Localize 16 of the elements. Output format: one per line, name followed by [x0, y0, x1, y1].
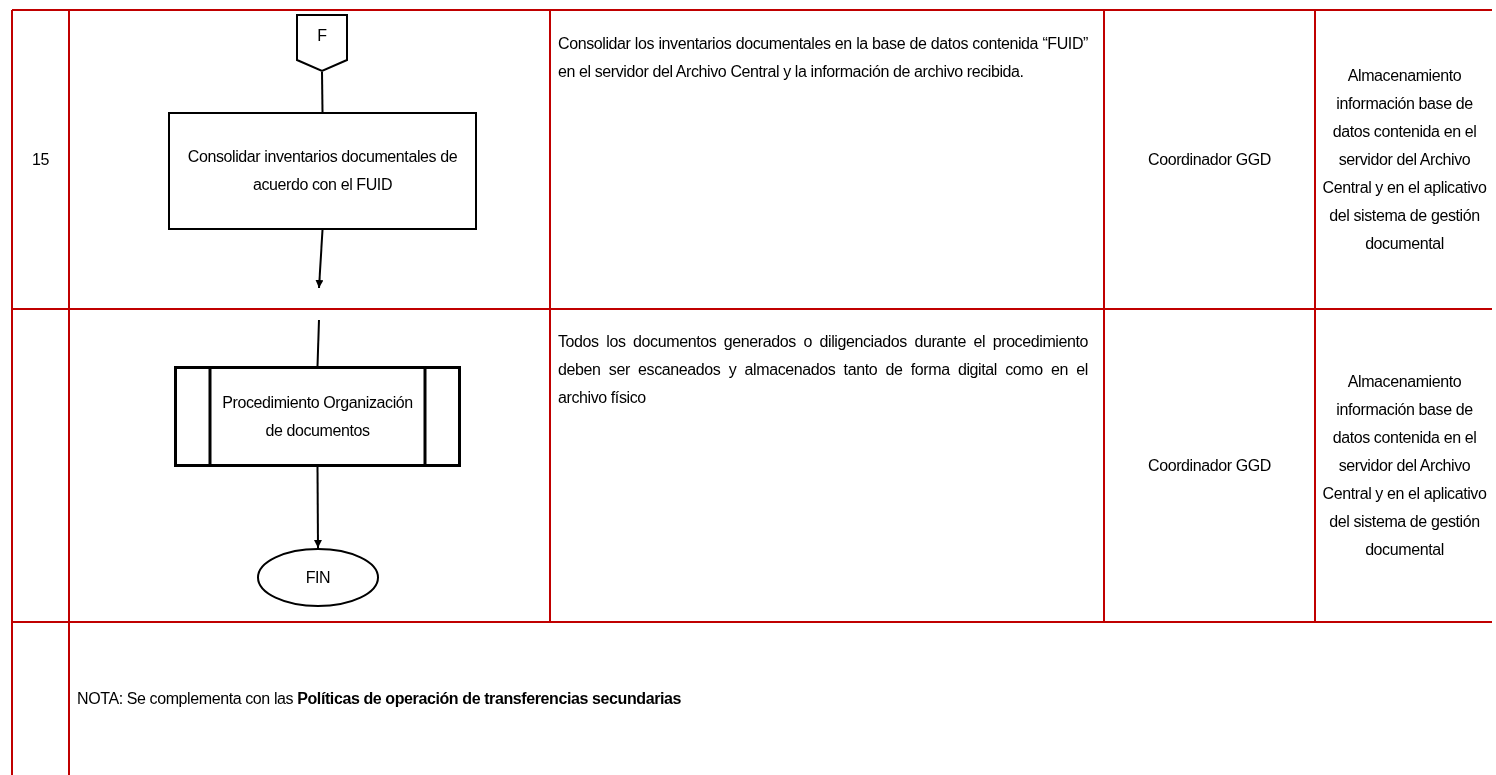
- arrow: [313, 466, 322, 549]
- description-text: Todos los documentos generados o diligenciados durante el procedimiento deben ser escaneados y almacenados tanto de forma digital como en el archivo físico: [558, 332, 1088, 408]
- off-page-connector: F: [296, 14, 348, 72]
- record-text: Almacenamiento información base de datos contenida en el servidor del Archivo Central y en el aplicativo del sistema de gestión documental: [1321, 371, 1488, 560]
- predefined-process-box: Procedimiento Organización de documentos: [174, 366, 461, 467]
- connector-line: [316, 319, 320, 367]
- arrow: [315, 229, 324, 289]
- record-text: Almacenamiento información base de datos contenida en el servidor del Archivo Central y en el aplicativo del sistema de gestión documental: [1321, 65, 1488, 254]
- description-text: Consolidar los inventarios documentales en la base de datos contenida “FUID” en el servidor del Archivo Central y la información de archivo recibida.: [558, 34, 1088, 82]
- step-number: 15: [32, 149, 49, 170]
- connector-line: [321, 71, 324, 113]
- terminator-ellipse: FIN: [257, 548, 379, 607]
- process-box: Consolidar inventarios documentales de acuerdo con el FUID: [168, 112, 477, 230]
- responsible-text: Coordinador GGD: [1148, 149, 1271, 170]
- note-text: NOTA: Se complementa con las Políticas de operación de transferencias secundarias: [77, 688, 682, 709]
- responsible-text: Coordinador GGD: [1148, 455, 1271, 476]
